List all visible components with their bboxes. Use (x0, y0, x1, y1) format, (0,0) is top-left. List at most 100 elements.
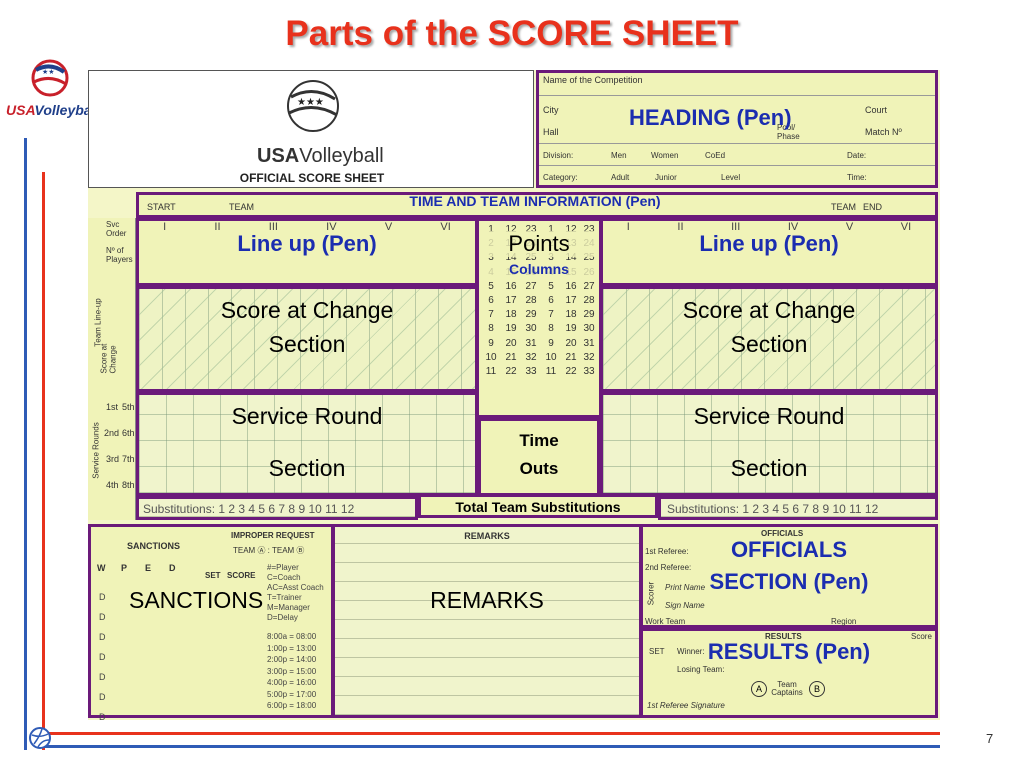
point-number: 10 (545, 351, 557, 363)
roman-ii: II (214, 221, 221, 233)
total-subs-section: Total Team Substitutions (418, 494, 658, 518)
time-conversion-item: 5:00p = 17:00 (267, 689, 317, 699)
sheet-brand-volleyball: Volleyball (299, 145, 384, 167)
team-captains-label: Team Captains (771, 680, 803, 697)
columns-label: Columns (479, 261, 599, 277)
sheet-brand-usa: USA (257, 145, 300, 167)
sanction-row-marker: D (99, 592, 106, 602)
category-label: Category: (543, 173, 578, 182)
round-8-label: 8th (122, 480, 135, 490)
volleyball-stars-icon: ★★ (31, 59, 69, 97)
point-number: 10 (485, 351, 497, 363)
point-number: 5 (548, 280, 554, 292)
sanctions-e: E (145, 563, 152, 573)
point-number: 16 (565, 280, 577, 292)
sanctions-section: SANCTIONS IMPROPER REQUEST TEAM Ⓐ : TEAM… (88, 524, 334, 722)
sanctions-p: P (121, 563, 128, 573)
sanctions-label: SANCTIONS (129, 587, 264, 614)
start-label: START (147, 202, 176, 212)
point-number: 3 (488, 252, 494, 264)
sanction-row-marker: D (99, 672, 106, 682)
sanctions-w: W (97, 563, 106, 573)
sanction-row-marker: D (99, 632, 106, 642)
point-number: 3 (548, 252, 554, 264)
service-round-left-label-1: Service Round (231, 403, 383, 429)
roman-i: I (626, 221, 630, 233)
sanction-row-marker: D (99, 612, 106, 622)
sanction-legend-item: AC=Asst Coach (267, 583, 324, 592)
round-5-label: 5th (122, 402, 135, 412)
time-conversion-item: 2:00p = 14:00 (267, 655, 317, 664)
svc-order-label: Svc Order (106, 220, 127, 238)
point-number: 32 (525, 351, 537, 363)
round-1-label: 1st (106, 402, 119, 412)
sanctions-header: SANCTIONS (127, 541, 181, 551)
match-no-label: Match Nº (865, 127, 902, 137)
point-number: 31 (583, 337, 595, 349)
time-team-info-section: START TEAM TEAM END (136, 192, 938, 218)
results-label: RESULTS (Pen) (707, 639, 871, 664)
sanction-row-marker: D (99, 652, 106, 662)
sanction-row-marker: D (99, 712, 106, 722)
sanctions-score: SCORE (227, 571, 256, 580)
officials-header: OFFICIALS (761, 529, 804, 538)
point-number: 29 (525, 309, 537, 321)
time-conversion-item: 6:00p = 18:00 (267, 701, 317, 710)
round-2-label: 2nd (104, 428, 120, 438)
roman-vi: VI (900, 221, 912, 233)
point-number: 16 (505, 280, 517, 292)
heading-section: Name of the Competition City Hall Pool/ … (536, 70, 938, 188)
team-label-right: TEAM (831, 202, 857, 212)
lineup-left-labels: Svc Order Nº of Players Team Line-up Sco… (88, 218, 136, 520)
roman-v: V (845, 221, 854, 233)
point-number: 21 (505, 351, 517, 363)
score-change-right-section: Score at Change Section (600, 286, 938, 392)
time-conversion-item: 1:00p = 13:00 (267, 643, 317, 653)
point-number: 20 (565, 337, 577, 349)
roman-vi: VI (440, 221, 451, 233)
point-number: 25 (525, 252, 537, 264)
lineup-left-label: Line up (Pen) (237, 231, 377, 256)
improper-request-label: IMPROPER REQUEST (231, 531, 315, 540)
score-change-left-section: Score at Change Section (136, 286, 478, 392)
point-number: 33 (525, 366, 537, 378)
point-number: 22 (565, 366, 577, 378)
second-referee-label: 2nd Referee: (645, 563, 692, 572)
logo-volleyball-text: Volleyball (34, 102, 100, 118)
roman-iii: III (731, 221, 741, 233)
usa-volleyball-logo: ★★ USAVolleyball (6, 58, 99, 124)
score-change-left-label-1: Score at Change (220, 297, 394, 323)
point-number: 5 (488, 280, 494, 292)
city-label: City (543, 105, 559, 115)
point-number: 1 (548, 224, 554, 235)
service-rounds-vertical-label: Service Rounds (91, 422, 101, 479)
sanction-legend-item: T=Trainer (267, 593, 302, 602)
time-outs-section: Time Outs (478, 418, 600, 496)
remarks-section: REMARKS REMARKS (332, 524, 642, 718)
time-conversion-item: 8:00a = 08:00 (267, 632, 317, 641)
svg-text:★★★: ★★★ (297, 97, 324, 108)
time-label: Time: (847, 173, 867, 182)
round-3-label: 3rd (106, 454, 120, 464)
point-number: 18 (565, 309, 577, 321)
point-number: 28 (525, 295, 537, 307)
end-label: END (863, 202, 883, 212)
point-number: 6 (548, 295, 554, 307)
sanction-legend-item: M=Manager (267, 603, 310, 612)
results-section: RESULTS Score SET Winner: Losing Team: A… (640, 628, 938, 718)
team-b-circle: B (809, 681, 825, 697)
point-number: 21 (565, 351, 577, 363)
roman-ii: II (677, 221, 684, 233)
point-number: 19 (505, 323, 517, 335)
team-b-letter: B (813, 684, 820, 694)
remarks-header: REMARKS (335, 531, 639, 541)
point-number: 30 (525, 323, 537, 335)
blue-vertical-line (24, 138, 27, 750)
remarks-label: REMARKS (430, 587, 544, 613)
time-outs-label-1: Time (519, 431, 559, 450)
service-round-right-section: Service Round Section (600, 392, 938, 496)
score-change-right-label-1: Score at Change (682, 297, 856, 323)
work-team-label: Work Team (645, 617, 686, 626)
